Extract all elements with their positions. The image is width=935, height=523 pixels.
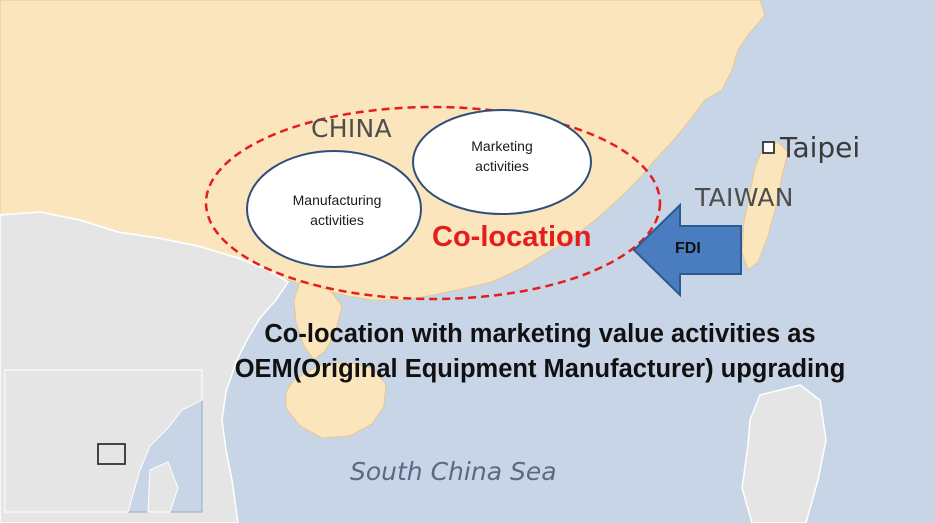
china-label: CHINA: [311, 114, 392, 143]
china-vietnam-border: [0, 211, 289, 283]
south-china-sea-label: South China Sea: [350, 457, 557, 486]
caption-line-1: Co-location with marketing value activit…: [264, 320, 816, 348]
colocation-ellipse: [204, 105, 662, 301]
taipei-marker-icon: [762, 141, 775, 154]
taipei-label: Taipei: [780, 131, 861, 164]
fdi-label: FDI: [675, 240, 701, 257]
hainan-island: [285, 361, 387, 439]
manufacturing-bubble-text: Manufacturing activities: [272, 190, 402, 230]
leizhou-peninsula: [293, 281, 343, 361]
caption: Co-location with marketing value activit…: [160, 317, 920, 387]
manufacturing-line-2: activities: [310, 212, 364, 228]
marketing-bubble-text: Marketing activities: [437, 136, 567, 176]
manufacturing-line-1: Manufacturing: [292, 192, 382, 208]
marketing-bubble: [412, 109, 592, 215]
marketing-line-2: activities: [475, 158, 529, 174]
caption-line-2: OEM(Original Equipment Manufacturer) upg…: [234, 355, 846, 383]
china-landmass: [0, 0, 766, 301]
taiwan-island: [741, 141, 789, 271]
taiwan-label: TAIWAN: [695, 183, 794, 212]
inset-highlight-box: [97, 443, 126, 465]
fdi-arrow: [632, 202, 742, 298]
manufacturing-bubble: [246, 150, 422, 268]
marketing-line-1: Marketing: [471, 138, 533, 154]
inset-locator-map: [4, 369, 203, 513]
colocation-label: Co-location: [432, 221, 592, 253]
philippines-landmass: [741, 384, 827, 523]
